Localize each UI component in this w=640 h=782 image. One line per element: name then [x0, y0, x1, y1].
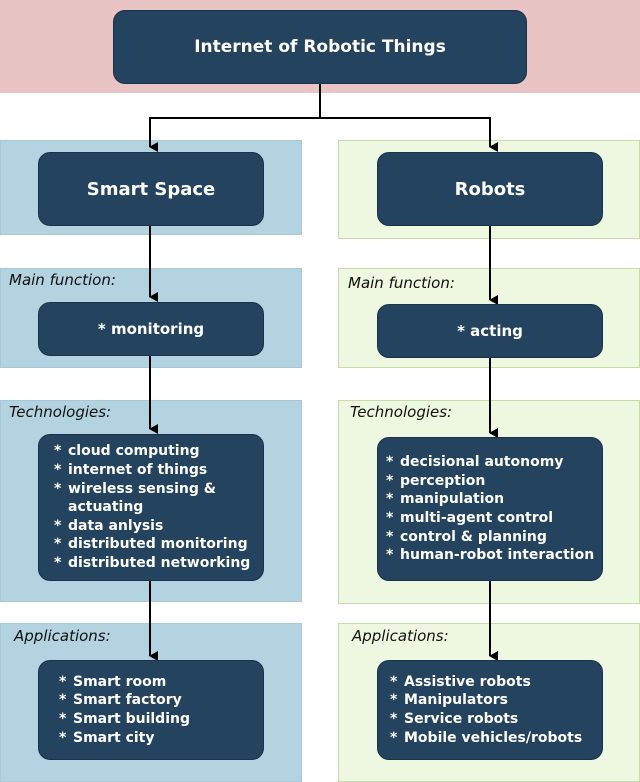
robots-technologies-label: Technologies:: [350, 403, 453, 421]
list-item: internet of things: [54, 461, 263, 480]
smart-space-applications-node: Smart room Smart factory Smart building …: [38, 660, 264, 760]
smart-space-main-function-label: Main function:: [9, 271, 116, 289]
list-item: Mobile vehicles/robots: [390, 729, 582, 748]
smart-space-applications-list: Smart room Smart factory Smart building …: [59, 673, 190, 747]
list-item: distributed networking: [54, 554, 263, 573]
list-item: cloud computing: [54, 442, 263, 461]
robots-main-function-text: * acting: [457, 322, 523, 340]
smart-space-applications-label: Applications:: [14, 627, 111, 645]
root-node: Internet of Robotic Things: [113, 10, 527, 84]
root-title: Internet of Robotic Things: [194, 37, 446, 57]
smart-space-title: Smart Space: [86, 178, 216, 200]
list-item: perception: [386, 472, 594, 491]
smart-space-node: Smart Space: [38, 152, 264, 226]
robots-applications-label: Applications:: [352, 627, 449, 645]
list-item: Smart room: [59, 673, 190, 692]
robots-applications-node: Assistive robots Manipulators Service ro…: [377, 660, 603, 760]
smart-space-technologies-label: Technologies:: [9, 403, 112, 421]
list-item: manipulation: [386, 490, 594, 509]
robots-node: Robots: [377, 152, 603, 226]
list-item: multi-agent control: [386, 509, 594, 528]
root-to-robots-arrow: [320, 117, 498, 152]
robots-main-function-node: * acting: [377, 304, 603, 358]
list-item: Assistive robots: [390, 673, 582, 692]
list-item: data anlysis: [54, 517, 263, 536]
list-item: Smart factory: [59, 691, 190, 710]
list-item: wireless sensing & actuating: [54, 480, 263, 517]
list-item: control & planning: [386, 528, 594, 547]
list-item: human-robot interaction: [386, 546, 594, 565]
robots-main-function-label: Main function:: [348, 274, 455, 292]
list-item: Manipulators: [390, 691, 582, 710]
robots-technologies-node: decisional autonomy perception manipulat…: [377, 437, 603, 581]
smart-space-technologies-list: cloud computing internet of things wirel…: [54, 442, 263, 572]
robots-title: Robots: [454, 178, 526, 200]
smart-space-technologies-node: cloud computing internet of things wirel…: [38, 434, 264, 581]
list-item: decisional autonomy: [386, 453, 594, 472]
smart-space-main-function-node: * monitoring: [38, 302, 264, 356]
list-item: Smart building: [59, 710, 190, 729]
robots-applications-list: Assistive robots Manipulators Service ro…: [390, 673, 582, 747]
list-item: distributed monitoring: [54, 535, 263, 554]
list-item: Service robots: [390, 710, 582, 729]
smart-space-main-function-text: * monitoring: [97, 320, 205, 338]
root-to-smart-space-arrow: [149, 84, 321, 152]
list-item: Smart city: [59, 729, 190, 748]
robots-technologies-list: decisional autonomy perception manipulat…: [386, 453, 594, 565]
